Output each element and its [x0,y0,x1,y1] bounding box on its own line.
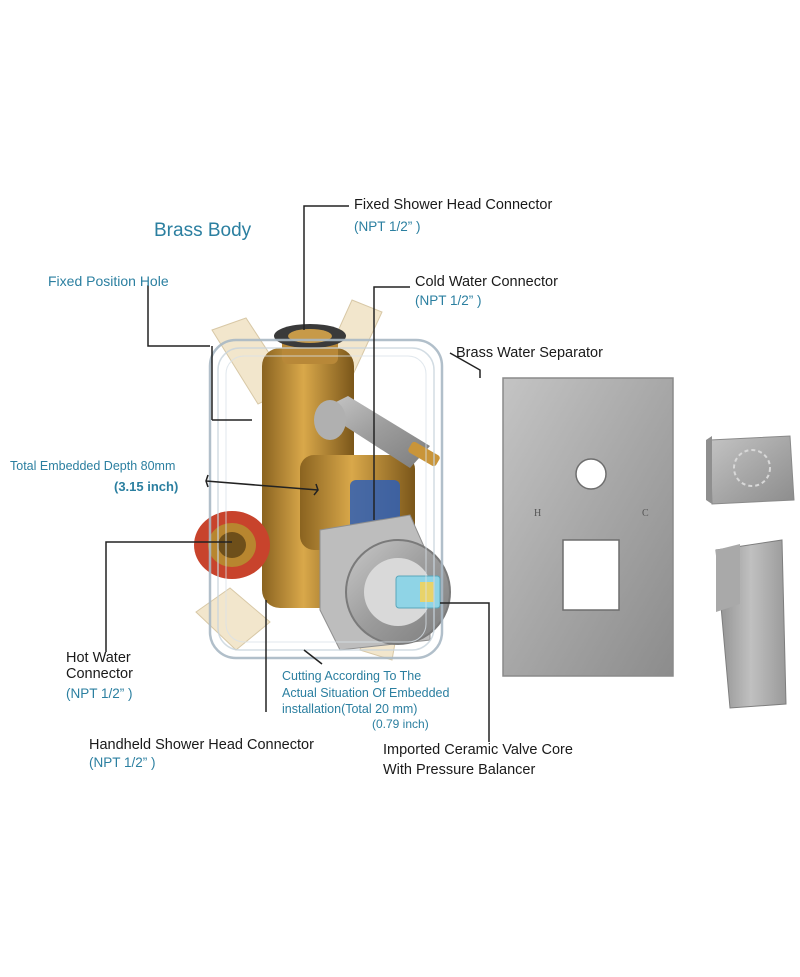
hot-water-connector-label-1: Hot Water [66,650,131,666]
fixed-shower-connector-spec: (NPT 1/2” ) [354,219,421,234]
adapter-cube-shape [706,435,795,505]
cold-water-connector-label: Cold Water Connector [415,274,558,290]
hot-water-connector-label-2: Connector [66,666,133,682]
leader-lines [105,205,490,742]
hot-water-connector-spec: (NPT 1/2” ) [66,686,133,701]
fixed-shower-connector-label: Fixed Shower Head Connector [354,197,553,213]
hot-connector-shape [194,511,270,579]
spindle-shape [314,396,440,468]
plate-hot-mark: H [534,508,542,519]
cutting-note-line-2: Actual Situation Of Embedded [282,686,450,700]
handheld-shower-connector-spec: (NPT 1/2” ) [89,755,156,770]
plate-cold-mark: C [642,508,649,519]
lever-handle-shape [715,539,787,709]
clear-housing [208,338,444,660]
handheld-shower-connector-label: Handheld Shower Head Connector [89,737,314,753]
embedded-depth-inch: (3.15 inch) [114,479,179,494]
cutting-note-line-4: (0.79 inch) [372,717,429,731]
valve-core-label-2: With Pressure Balancer [383,762,536,778]
cold-water-connector-spec: (NPT 1/2” ) [415,293,482,308]
cover-plate-shape [502,377,674,677]
brass-water-separator-label: Brass Water Separator [456,345,603,361]
valve-core-label-1: Imported Ceramic Valve Core [383,742,573,758]
fixed-position-hole-label: Fixed Position Hole [48,273,169,289]
embedded-depth-label: Total Embedded Depth 80mm [10,459,176,473]
cutting-note-line-3: installation(Total 20 mm) [282,702,418,716]
brass-body-label: Brass Body [154,220,252,241]
valve-cap-shape [319,514,451,651]
cutting-note-line-1: Cutting According To The [282,669,422,683]
